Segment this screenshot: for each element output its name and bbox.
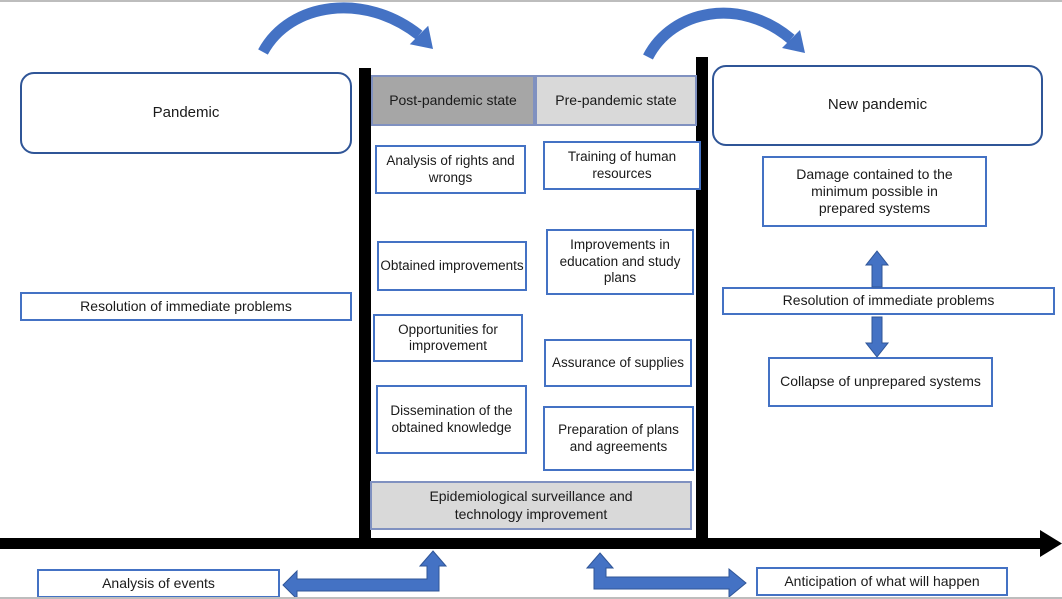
arrow-down-resolution-to-collapse bbox=[864, 316, 890, 358]
obtained-improvements-box: Obtained improvements bbox=[377, 241, 527, 291]
elbow-arrow-timeline-to-analysis bbox=[282, 550, 448, 597]
resolution-right-box: Resolution of immediate problems bbox=[722, 287, 1055, 315]
surveillance-span-box: Epidemiological surveillance and technol… bbox=[370, 481, 692, 530]
timeline-arrowhead bbox=[1040, 530, 1062, 557]
analysis-rights-box: Analysis of rights and wrongs bbox=[375, 145, 526, 194]
dissemination-box: Dissemination of the obtained knowledge bbox=[376, 385, 527, 454]
cycle-arrow-states-to-new-pandemic bbox=[643, 7, 795, 60]
elbow-arrow-timeline-to-anticipation bbox=[585, 552, 747, 597]
preparation-plans-box: Preparation of plans and agreements bbox=[543, 406, 694, 471]
damage-contained-box: Damage contained to the minimum possible… bbox=[762, 156, 987, 227]
new-pandemic-box: New pandemic bbox=[712, 65, 1043, 146]
arrow-up-resolution-to-damage bbox=[864, 250, 890, 288]
assurance-supplies-box: Assurance of supplies bbox=[544, 339, 692, 387]
cycle-arrow-new-pandemic-head-icon bbox=[782, 30, 805, 53]
cycle-arrow-pandemic-head-icon bbox=[409, 25, 433, 49]
timeline-axis bbox=[0, 530, 1062, 557]
training-box: Training of human resources bbox=[543, 141, 701, 190]
education-improvements-box: Improvements in education and study plan… bbox=[546, 229, 694, 295]
analysis-events-box: Analysis of events bbox=[37, 569, 280, 597]
post-pandemic-header: Post-pandemic state bbox=[371, 75, 535, 126]
anticipation-box: Anticipation of what will happen bbox=[756, 567, 1008, 596]
pandemic-box: Pandemic bbox=[20, 72, 352, 154]
divider-bar-right bbox=[696, 57, 708, 538]
pre-pandemic-header: Pre-pandemic state bbox=[535, 75, 697, 126]
opportunities-box: Opportunities for improvement bbox=[373, 314, 523, 362]
cycle-arrow-pandemic-to-states bbox=[258, 2, 423, 55]
divider-bar-left bbox=[359, 68, 371, 538]
collapse-box: Collapse of unprepared systems bbox=[768, 357, 993, 407]
resolution-left-box: Resolution of immediate problems bbox=[20, 292, 352, 321]
